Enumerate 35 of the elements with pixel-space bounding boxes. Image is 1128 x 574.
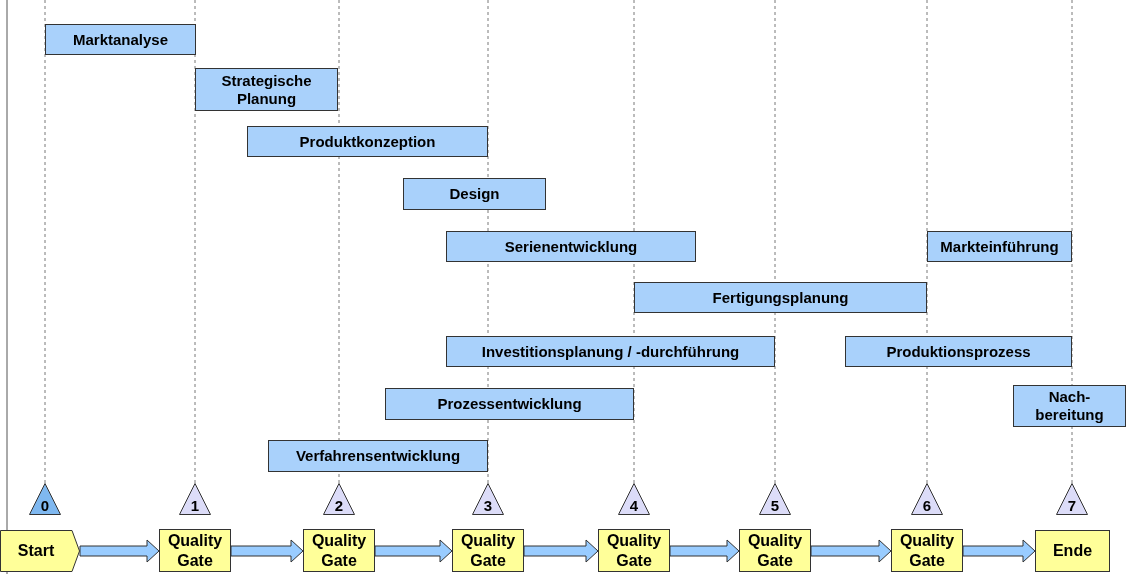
phase-bar: Prozessentwicklung [385,388,634,420]
phase-bar: Fertigungsplanung [634,282,927,313]
milestone-triangle: 5 [759,483,791,515]
block-arrow [230,539,304,563]
milestone-triangle: 1 [179,483,211,515]
milestone-triangle: 6 [911,483,943,515]
gate-box: Quality Gate [452,529,524,572]
block-arrow [669,539,740,563]
block-arrow [962,539,1036,563]
phase-bar: Verfahrensentwicklung [268,440,488,472]
phase-bar: Produktkonzeption [247,126,488,157]
gate-box: Quality Gate [891,529,963,572]
gate-box: Quality Gate [303,529,375,572]
start-box: Start [0,530,80,572]
milestone-triangle: 2 [323,483,355,515]
gate-box: Quality Gate [739,529,811,572]
milestone-triangle: 4 [618,483,650,515]
phase-bar: Serienentwicklung [446,231,696,262]
phase-bar: Nach- bereitung [1013,385,1126,427]
block-arrow [374,539,453,563]
phase-bar: Investitionsplanung / -durchführung [446,336,775,367]
phase-bar: Markteinführung [927,231,1072,262]
gate-box: Ende [1035,530,1110,572]
gate-box: Quality Gate [159,529,231,572]
phase-bar: Marktanalyse [45,24,196,55]
phase-bar: Produktionsprozess [845,336,1072,367]
milestone-triangle: 7 [1056,483,1088,515]
milestone-triangle: 0 [29,483,61,515]
phase-bar: Strategische Planung [195,68,338,111]
gate-box: Quality Gate [598,529,670,572]
block-arrow [523,539,599,563]
milestone-triangle: 3 [472,483,504,515]
block-arrow [810,539,892,563]
phase-bar: Design [403,178,546,210]
block-arrow [79,539,160,563]
